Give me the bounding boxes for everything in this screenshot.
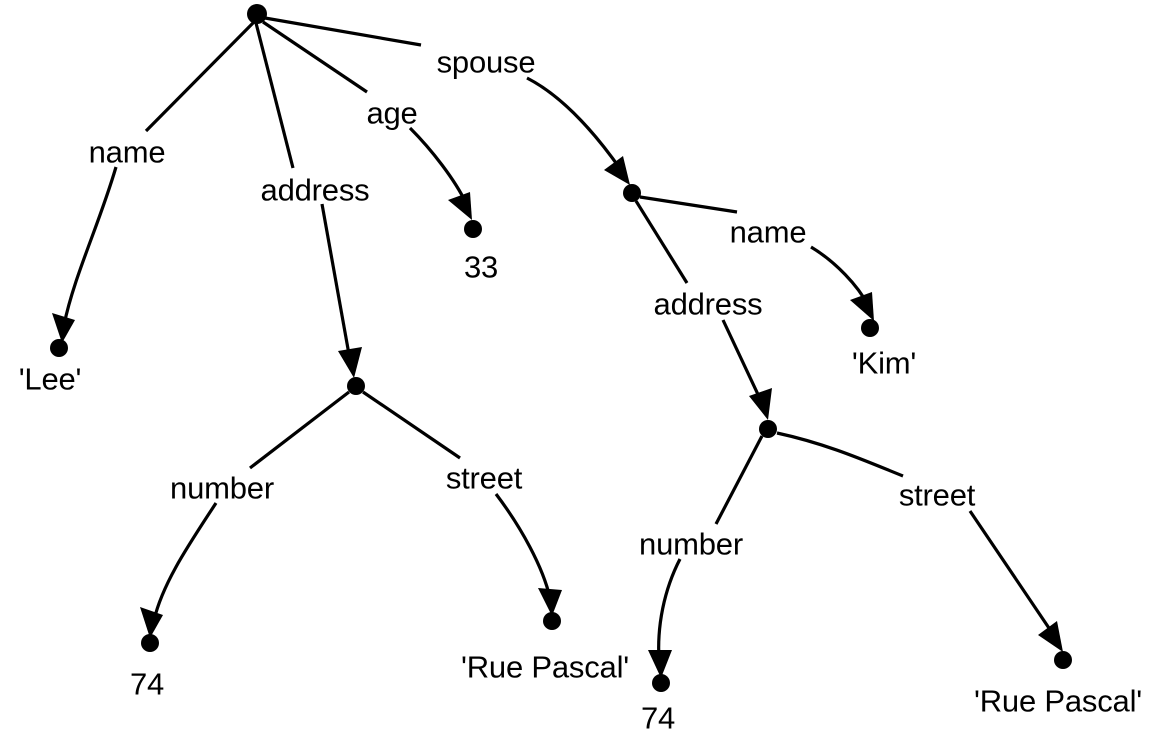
- edge-street-to-rue-left: [494, 493, 562, 616]
- node-spouse[interactable]: [623, 184, 641, 202]
- node-kim[interactable]: [861, 319, 879, 337]
- value-label-kim: 'Kim': [851, 345, 917, 381]
- edge-label-number-right: number: [639, 526, 743, 562]
- edge-spouse-to-spouse-node: [526, 76, 630, 185]
- edge-name-to-kim: [810, 245, 874, 321]
- node-age-33[interactable]: [464, 220, 482, 238]
- edge-label-name-left: name: [88, 134, 166, 170]
- edge-street-to-rue-right: [968, 510, 1063, 652]
- edge-address-to-addr1: [320, 203, 362, 378]
- edge-addr1-to-street-label: [362, 390, 461, 460]
- edge-label-street-right: street: [898, 477, 976, 513]
- node-root[interactable]: [247, 4, 267, 24]
- edge-number-to-74-right: [648, 558, 682, 678]
- edge-number-to-74-left: [140, 502, 218, 638]
- node-lee[interactable]: [50, 339, 68, 357]
- edge-label-spouse: spouse: [436, 44, 536, 80]
- node-rue-right[interactable]: [1054, 651, 1072, 669]
- edge-addr1-to-number-label: [249, 390, 350, 470]
- edge-addr2-to-street-label: [776, 431, 904, 478]
- edge-root-to-age-label: [262, 20, 368, 94]
- edge-root-to-address-label: [254, 22, 295, 169]
- node-address-1[interactable]: [347, 377, 365, 395]
- edge-label-name-right: name: [729, 214, 807, 250]
- value-label-rue-right: 'Rue Pascal': [974, 683, 1142, 719]
- node-74-right[interactable]: [652, 674, 670, 692]
- edge-label-address-left: address: [260, 172, 370, 208]
- value-label-33: 33: [463, 249, 499, 285]
- edge-label-number-left: number: [170, 470, 274, 506]
- value-label-rue-left: 'Rue Pascal': [461, 649, 629, 685]
- edge-address-to-addr2: [721, 319, 772, 420]
- edge-name-to-lee: [52, 166, 118, 343]
- value-label-74-right: 74: [640, 700, 676, 736]
- edge-spouse-to-name-label: [639, 195, 738, 214]
- edge-root-to-name-label: [144, 20, 256, 133]
- edge-root-to-spouse-label: [264, 16, 422, 47]
- value-label-lee: 'Lee': [18, 361, 82, 397]
- node-74-left[interactable]: [141, 634, 159, 652]
- node-rue-left[interactable]: [543, 612, 561, 630]
- edge-label-street-left: street: [445, 460, 523, 496]
- edge-label-address-right: address: [653, 286, 763, 322]
- edge-age-to-33: [408, 126, 472, 220]
- edge-label-age: age: [366, 95, 418, 131]
- node-address-2[interactable]: [759, 420, 777, 438]
- edge-spouse-to-address-label: [634, 200, 689, 284]
- edge-addr2-to-number-label: [714, 435, 764, 525]
- value-label-74-left: 74: [129, 666, 165, 702]
